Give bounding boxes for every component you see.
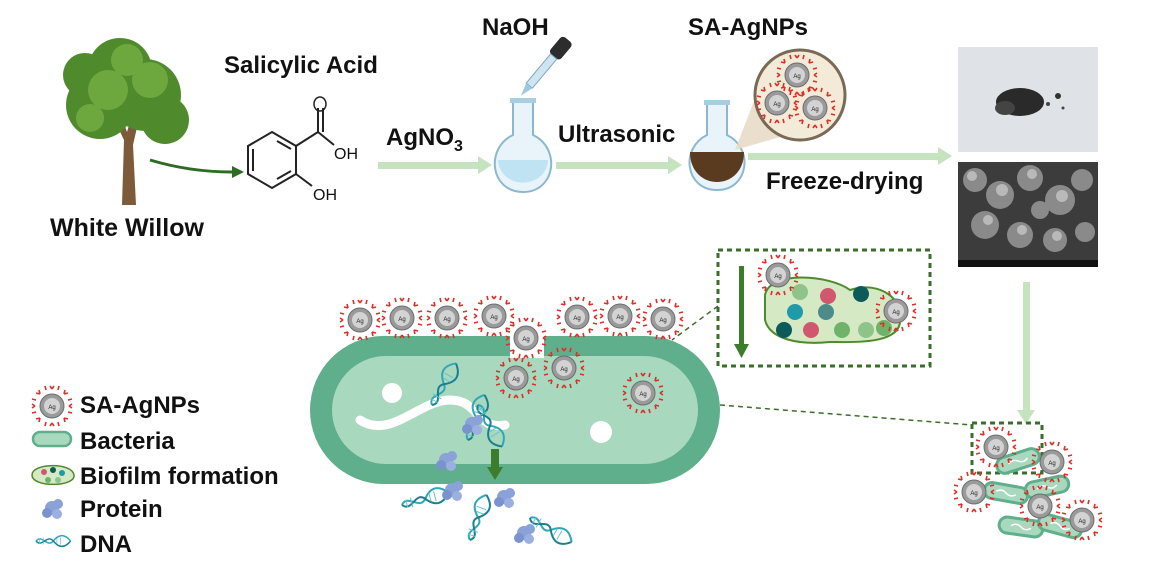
sa-agnps-title: SA-AgNPs xyxy=(688,14,809,41)
white-willow-label: White Willow xyxy=(50,214,204,242)
flask-brown-icon xyxy=(688,100,746,192)
agno3-main: AgNO xyxy=(386,124,454,151)
dashed-connector xyxy=(719,404,973,426)
ultrasonic-label: Ultrasonic xyxy=(558,121,676,148)
bacterium-cross-section xyxy=(310,330,720,484)
powder-photo xyxy=(958,47,1098,152)
legend-label-biofilm: Biofilm formation xyxy=(80,463,279,490)
legend-protein-icon xyxy=(42,499,63,519)
freeze-drying-label: Freeze-drying xyxy=(766,168,924,195)
salicylic-acid-structure xyxy=(247,96,335,190)
flow-arrows xyxy=(378,147,1035,424)
legend-label-bacteria: Bacteria xyxy=(80,428,175,455)
agno3-label: AgNO3 xyxy=(386,124,463,156)
salicylic-acid-label: Salicylic Acid xyxy=(224,52,378,79)
legend-label-sa-agnps: SA-AgNPs xyxy=(80,392,201,419)
legend-icons xyxy=(31,385,75,548)
white-willow-tree-icon xyxy=(63,38,189,205)
legend-nanoparticle-icon xyxy=(31,385,73,427)
sem-image xyxy=(958,162,1098,267)
legend-dna-icon xyxy=(35,534,72,548)
legend-label-protein: Protein xyxy=(80,496,163,523)
naoh-label: NaOH xyxy=(482,14,549,41)
down-arrow xyxy=(491,449,499,469)
agno3-subscript: 3 xyxy=(454,137,463,155)
oh-label-top: OH xyxy=(334,146,358,163)
legend-biofilm-icon xyxy=(31,464,75,486)
biofilm-matrix xyxy=(757,254,917,344)
oh-label-bottom: OH xyxy=(313,187,337,204)
flask-blue-icon xyxy=(493,98,553,194)
legend-bacteria-icon xyxy=(31,430,73,448)
tree-to-molecule-arrow xyxy=(149,158,233,174)
biofilm-inset-box xyxy=(716,248,932,368)
legend-label-dna: DNA xyxy=(80,531,132,558)
dropper-icon xyxy=(520,36,572,96)
bacteria-cluster xyxy=(953,426,1103,541)
